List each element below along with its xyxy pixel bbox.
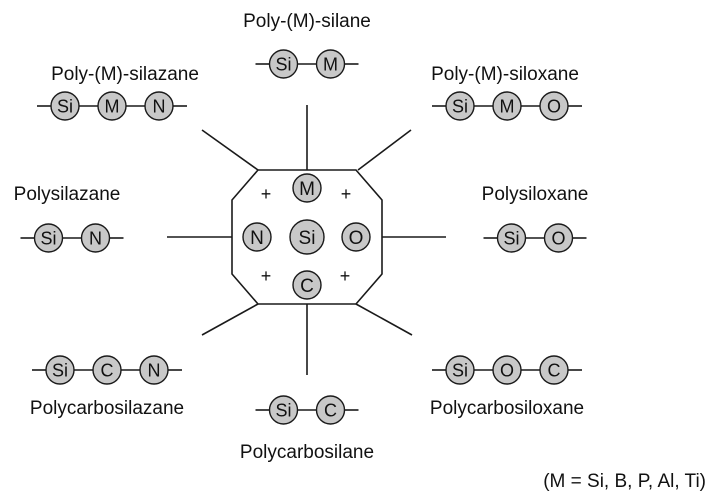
center-atom-left: N [242,222,272,252]
polymer-polysilazane-atom [33,223,64,253]
polymer-polycarbosilazane-atom [139,355,169,385]
polymer-polycarbosiloxane-atom [445,355,475,385]
center-atom-right: O [341,222,371,252]
polymer-poly-m-silane-atom-label: M [323,55,338,75]
polymer-poly-m-silazane-atom-label: N [153,97,166,117]
center-atom-right-label: O [349,228,364,249]
polymer-poly-m-silazane-atom [97,91,127,121]
connector-top-left [201,129,259,171]
polymer-polycarbosilazane-atom-label: N [148,361,161,381]
connector-top-right [357,129,412,171]
polymer-polycarbosilazane-atom [92,355,122,385]
polymer-polysiloxane-label: Polysiloxane [482,184,589,205]
center-atom-top: M [292,173,322,203]
center-atom-bottom-label: C [300,276,314,297]
polymer-poly-m-silazane-atom-label: M [105,97,120,117]
polymer-poly-m-siloxane-atom-label: M [500,97,515,117]
polymer-poly-m-silazane-atom [144,91,174,121]
polymer-polycarbosiloxane-atom-label: O [500,361,514,381]
center-atom-bottom: C [292,270,322,300]
central-atoms: M Si N O C + + + + [242,173,371,300]
polymer-polycarbosilane-atom [315,395,346,425]
polymer-polycarbosilane-atom-label: Si [275,401,291,421]
polymer-polysilazane-atom-label: Si [40,229,56,249]
polymer-poly-m-siloxane-atom [445,91,475,121]
polymer-polycarbosilane-label: Polycarbosilane [240,442,374,463]
footnote: (M = Si, B, P, Al, Ti) [543,471,706,492]
polymer-polycarbosiloxane: Polycarbosiloxane Si O C [430,355,584,419]
connector-lines [167,105,446,375]
polymer-polycarbosiloxane-atom-label: C [548,361,561,381]
polymer-polycarbosilazane-atom-label: C [101,361,114,381]
polymer-polycarbosiloxane-atom [492,355,522,385]
connector-bottom-right [355,303,413,336]
polymer-poly-m-siloxane-atom-label: Si [452,97,468,117]
polymer-poly-m-silane-label: Poly-(M)-silane [243,11,371,32]
polymer-poly-m-silane-atom-label: Si [275,55,291,75]
polymer-poly-m-silane-atom [268,49,299,79]
polymer-polycarbosilazane-atom-label: Si [52,361,68,381]
polymer-polysiloxane-atom-label: O [551,229,565,249]
center-atom-left-label: N [250,228,264,249]
polymer-polysiloxane-atom [543,223,574,253]
polymer-polysiloxane-atom [496,223,527,253]
polymer-polysiloxane-atom-label: Si [503,229,519,249]
polymer-poly-m-silazane-label: Poly-(M)-silazane [51,64,199,85]
plus-sign-top-right: + [341,184,352,204]
connector-bottom-left [201,303,259,336]
center-atom-top-label: M [299,179,315,200]
polymer-polysilazane-atom [80,223,111,253]
polymer-poly-m-silane-atom [315,49,346,79]
polymer-polysilazane-atom-label: N [89,229,102,249]
polymer-polycarbosilazane-label: Polycarbosilazane [30,398,184,419]
polymer-poly-m-silazane-atom-label: Si [57,97,73,117]
polymer-poly-m-silazane-atom [50,91,80,121]
plus-sign-bottom-left: + [261,266,272,286]
polymer-polysilazane-label: Polysilazane [14,184,121,205]
plus-sign-bottom-right: + [340,266,351,286]
plus-sign-top-left: + [261,184,272,204]
polymer-polycarbosilazane-atom [45,355,75,385]
center-atom-core-label: Si [299,228,316,249]
polymer-polycarbosiloxane-atom [539,355,569,385]
center-atom-core: Si [289,219,325,255]
polymer-poly-m-siloxane-label: Poly-(M)-siloxane [431,64,579,85]
polymer-polycarbosilazane: Polycarbosilazane Si C N [30,355,184,419]
polymer-poly-m-siloxane-atom [539,91,569,121]
polymer-polycarbosiloxane-atom-label: Si [452,361,468,381]
polymer-polycarbosilane-atom-label: C [324,401,337,421]
polymer-poly-m-siloxane-atom [492,91,522,121]
polymer-polycarbosiloxane-label: Polycarbosiloxane [430,398,584,419]
polymer-poly-m-siloxane-atom-label: O [547,97,561,117]
polymer-polycarbosilane: Polycarbosilane Si C [240,395,374,463]
polymer-polycarbosilane-atom [268,395,299,425]
